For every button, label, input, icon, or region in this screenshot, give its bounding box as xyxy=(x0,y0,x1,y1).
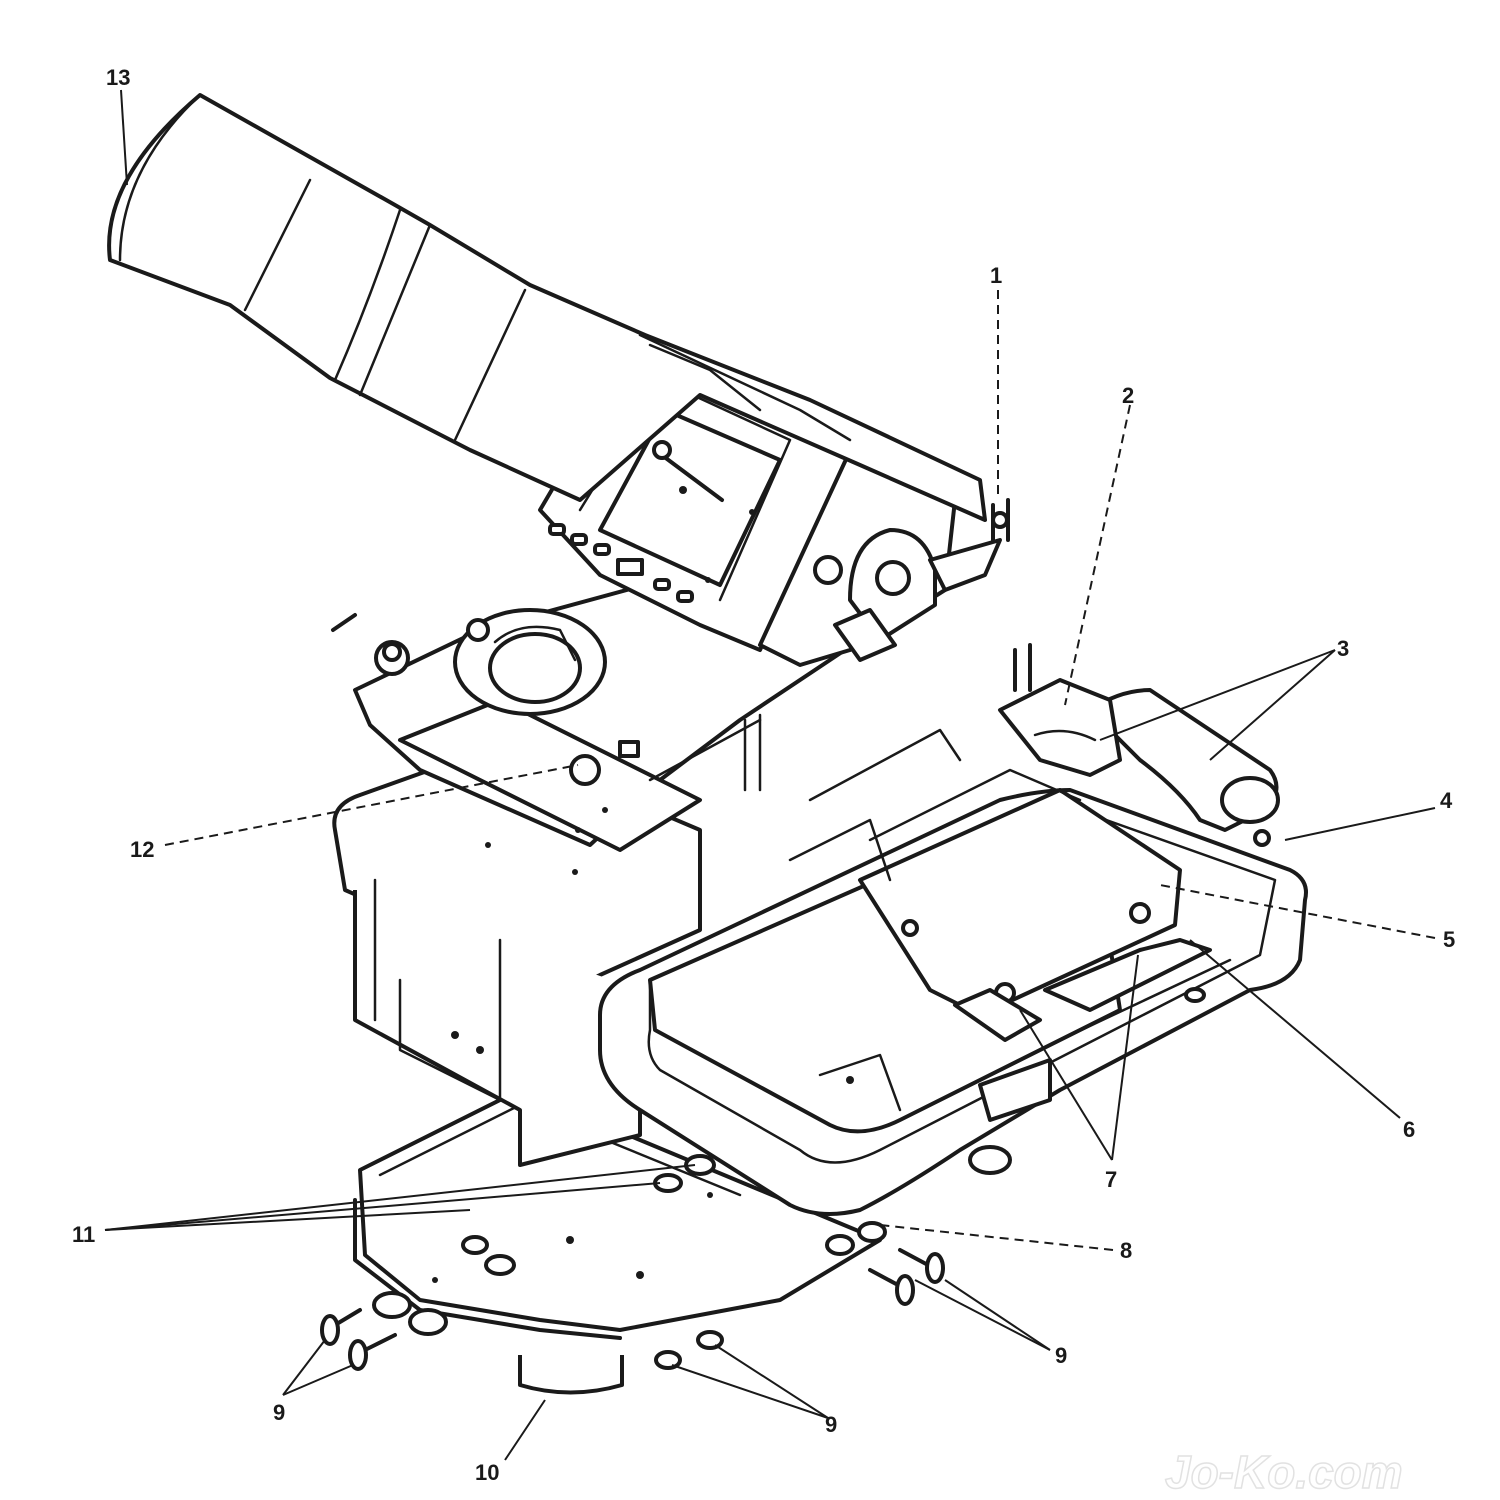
screws xyxy=(320,613,945,1371)
control-buttons xyxy=(548,523,694,603)
screw-left-2 xyxy=(348,1333,397,1371)
callout-7: 7 xyxy=(1105,1167,1117,1192)
callout-11: 11 xyxy=(72,1222,95,1247)
screw-left-1 xyxy=(320,613,362,1346)
work-table xyxy=(598,643,1308,1216)
callout-4: 4 xyxy=(1440,788,1453,813)
screw-right-2 xyxy=(868,1268,915,1306)
callout-3: 3 xyxy=(1337,636,1349,661)
callout-13: 13 xyxy=(106,65,130,90)
callout-6: 6 xyxy=(1403,1117,1415,1142)
callout-1: 1 xyxy=(990,263,1002,288)
callout-5: 5 xyxy=(1443,927,1455,952)
callout-9-bottom: 9 xyxy=(825,1412,837,1437)
callout-12: 12 xyxy=(130,837,154,862)
base-plate xyxy=(353,1088,887,1395)
watermark-logo: Jo-Ko.com xyxy=(1165,1446,1403,1498)
callout-10: 10 xyxy=(475,1460,499,1485)
callout-9-left: 9 xyxy=(273,1400,285,1425)
callout-2: 2 xyxy=(1122,383,1134,408)
screw-right-1 xyxy=(898,1248,945,1284)
leader-lines xyxy=(104,89,1436,1461)
callout-9-right: 9 xyxy=(1055,1343,1067,1368)
monitor-hood xyxy=(107,93,987,522)
callout-8: 8 xyxy=(1120,1238,1132,1263)
callout-labels: 1 2 3 4 5 6 7 8 9 9 9 10 11 12 13 xyxy=(72,65,1455,1485)
